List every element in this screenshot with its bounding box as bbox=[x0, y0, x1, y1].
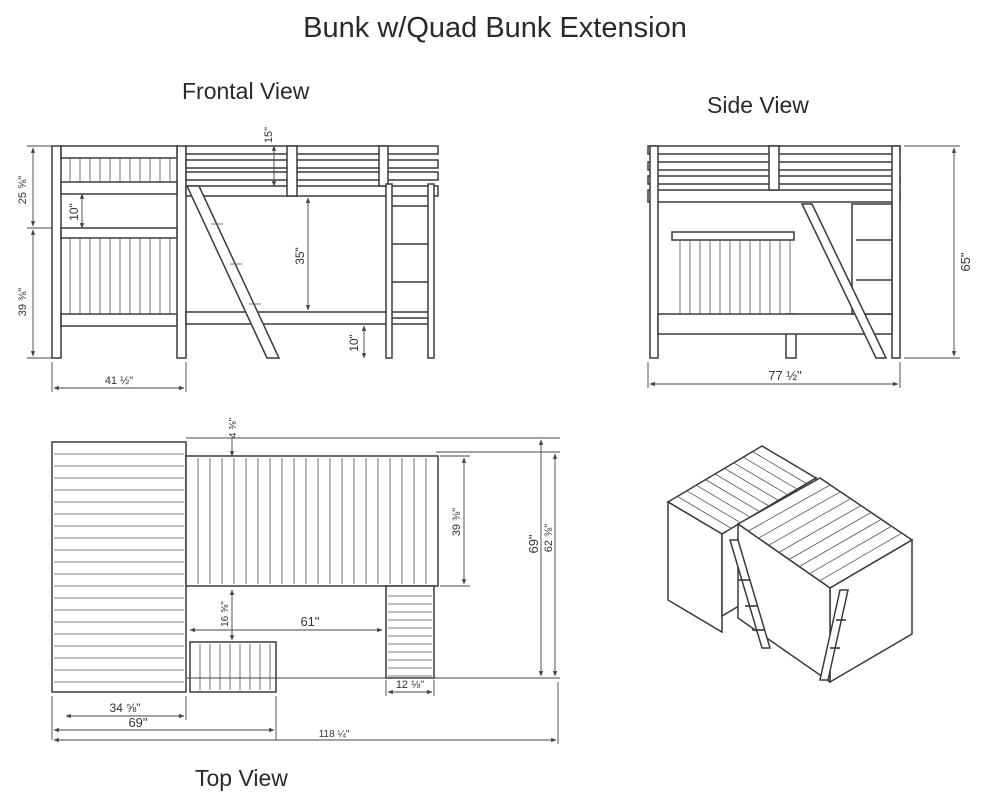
side-lower-beam bbox=[657, 313, 893, 335]
ext-upper-beam bbox=[185, 185, 439, 197]
frontal-view-drawing bbox=[27, 145, 439, 392]
front-upper-bottom-rail bbox=[60, 181, 178, 195]
dim-top-left-width: 34 ⅝" bbox=[110, 701, 141, 715]
top-main-bed bbox=[51, 441, 187, 693]
side-right-post bbox=[891, 145, 901, 359]
dim-front-clearance: 35" bbox=[293, 247, 307, 265]
slanted-ladder bbox=[185, 185, 281, 359]
dim-front-width: 41 ½" bbox=[105, 375, 133, 387]
top-main-slats bbox=[54, 453, 184, 683]
dim-front-lower-height: 39 ⅜" bbox=[17, 288, 29, 316]
frontal-view-label: Frontal View bbox=[182, 78, 310, 104]
top-view-drawing bbox=[51, 437, 560, 744]
side-slanted-ladder bbox=[800, 203, 888, 359]
dim-top-total-width: 118 ¼" bbox=[319, 728, 350, 740]
top-extension-slats bbox=[197, 458, 427, 584]
top-view-label: Top View bbox=[195, 765, 288, 791]
front-lower-slats bbox=[69, 238, 171, 314]
ext-guard-rail-3 bbox=[185, 171, 439, 181]
side-ladder bbox=[851, 203, 893, 315]
dim-top-depth-62: 62 ⅜" bbox=[543, 524, 555, 552]
ext-guard-rail-2 bbox=[185, 159, 439, 169]
side-left-post bbox=[649, 145, 659, 359]
isometric-view-drawing bbox=[666, 445, 914, 684]
ladder-rail-right bbox=[427, 183, 435, 359]
front-upper-top-rail bbox=[60, 145, 178, 159]
dim-top-ladder-width: 12 ⅛" bbox=[396, 679, 424, 691]
dim-top-ladder-offset: 16 ⅝" bbox=[220, 601, 231, 627]
side-view-label: Side View bbox=[707, 92, 809, 118]
dim-front-gap: 10" bbox=[67, 203, 81, 221]
top-ladder-left bbox=[189, 641, 277, 693]
dim-top-depth-69: 69" bbox=[526, 534, 541, 553]
dim-top-inner-depth: 39 ⅜" bbox=[451, 508, 463, 536]
front-left-post-outer bbox=[51, 145, 62, 359]
diagram-title: Bunk w/Quad Bunk Extension bbox=[303, 12, 687, 44]
dim-side-length: 77 ½" bbox=[768, 368, 802, 383]
ext-mid-post bbox=[286, 145, 298, 197]
dim-top-extension-len: 61" bbox=[300, 614, 319, 629]
dim-side-height: 65" bbox=[958, 252, 973, 271]
top-extension-bed bbox=[185, 455, 439, 587]
front-lower-top-rail bbox=[60, 227, 178, 239]
front-left-post-inner bbox=[176, 145, 187, 359]
side-slats bbox=[679, 240, 791, 314]
dim-front-floor: 10" bbox=[347, 334, 361, 352]
top-ladder-right bbox=[385, 585, 435, 679]
dim-top-offset: 4 ⅜" bbox=[228, 417, 239, 438]
dim-front-upper-height: 25 ⅝" bbox=[17, 176, 29, 204]
ext-guard-rail-1 bbox=[185, 145, 439, 155]
dim-front-top-rail: 15" bbox=[263, 127, 275, 143]
side-upper-beam bbox=[647, 189, 901, 203]
front-lower-bottom-rail bbox=[60, 313, 178, 327]
ext-right-post-top bbox=[378, 145, 389, 187]
front-upper-slats bbox=[69, 158, 171, 182]
ladder-rail-left bbox=[385, 183, 393, 359]
side-view-drawing bbox=[647, 145, 960, 388]
dim-top-width-69: 69" bbox=[128, 715, 147, 730]
